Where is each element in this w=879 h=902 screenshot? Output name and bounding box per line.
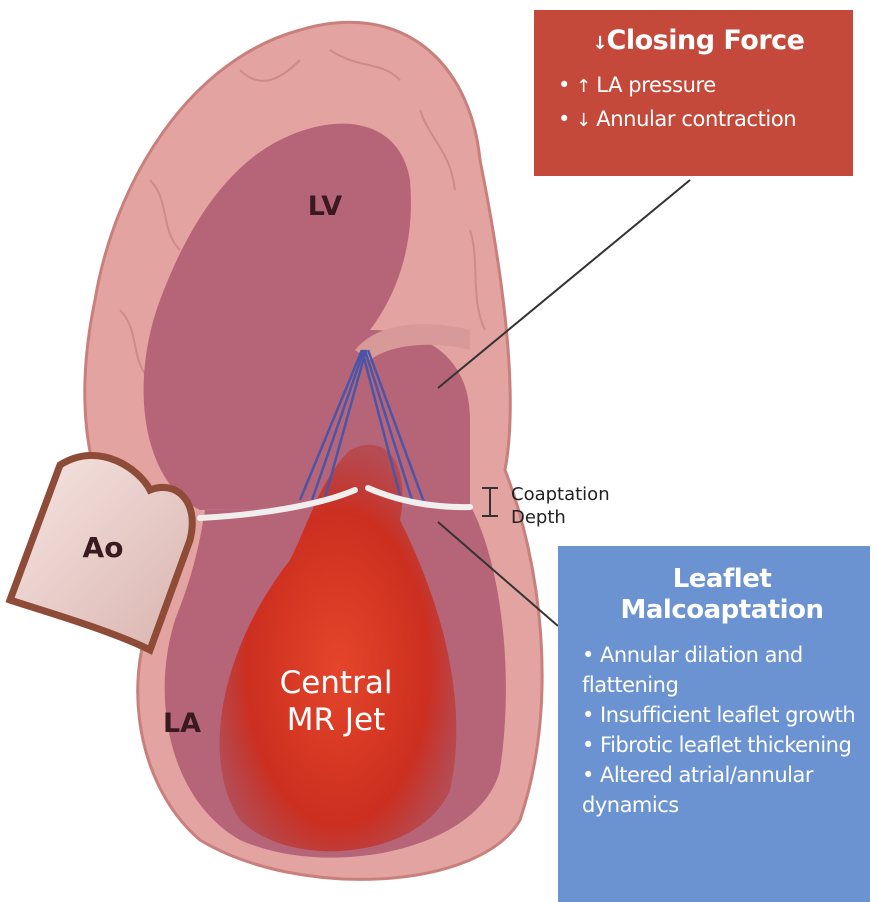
- lv-label: LV: [308, 191, 342, 222]
- down-arrow-icon: ↓: [576, 105, 590, 137]
- closing-force-box: ↓Closing Force •↑ LA pressure •↓ Annular…: [534, 10, 853, 176]
- bullet-icon: •: [558, 69, 576, 101]
- coaptation-label-line1: Coaptation: [511, 484, 610, 505]
- closing-force-item-text: Annular contraction: [596, 107, 796, 131]
- malcoaptation-item: • Insufficient leaflet growth: [582, 700, 862, 730]
- malcoaptation-item: • Fibrotic leaflet thickening: [582, 730, 862, 760]
- malcoaptation-title-line: Leaflet: [582, 564, 862, 595]
- closing-force-item-text: LA pressure: [596, 73, 716, 97]
- leaflet-malcoaptation-box: Leaflet Malcoaptation • Annular dilation…: [558, 546, 870, 902]
- jet-label-line2: MR Jet: [287, 702, 386, 738]
- malcoaptation-title: Leaflet Malcoaptation: [582, 564, 862, 626]
- malcoaptation-title-line: Malcoaptation: [582, 595, 862, 626]
- closing-force-item: •↓ Annular contraction: [558, 103, 839, 137]
- ao-label: Ao: [83, 531, 124, 564]
- jet-label-line1: Central: [280, 665, 393, 701]
- malcoaptation-item: • Annular dilation and flattening: [582, 640, 862, 700]
- closing-force-item: •↑ LA pressure: [558, 69, 839, 103]
- bullet-icon: •: [558, 103, 576, 135]
- coaptation-label-line2: Depth: [511, 507, 566, 528]
- malcoaptation-item: • Altered atrial/annular dynamics: [582, 760, 862, 820]
- up-arrow-icon: ↑: [576, 71, 590, 103]
- down-arrow-icon: ↓: [593, 25, 607, 63]
- closing-force-title: ↓Closing Force: [558, 22, 839, 63]
- la-label: LA: [163, 708, 201, 739]
- closing-force-title-text: Closing Force: [607, 25, 805, 56]
